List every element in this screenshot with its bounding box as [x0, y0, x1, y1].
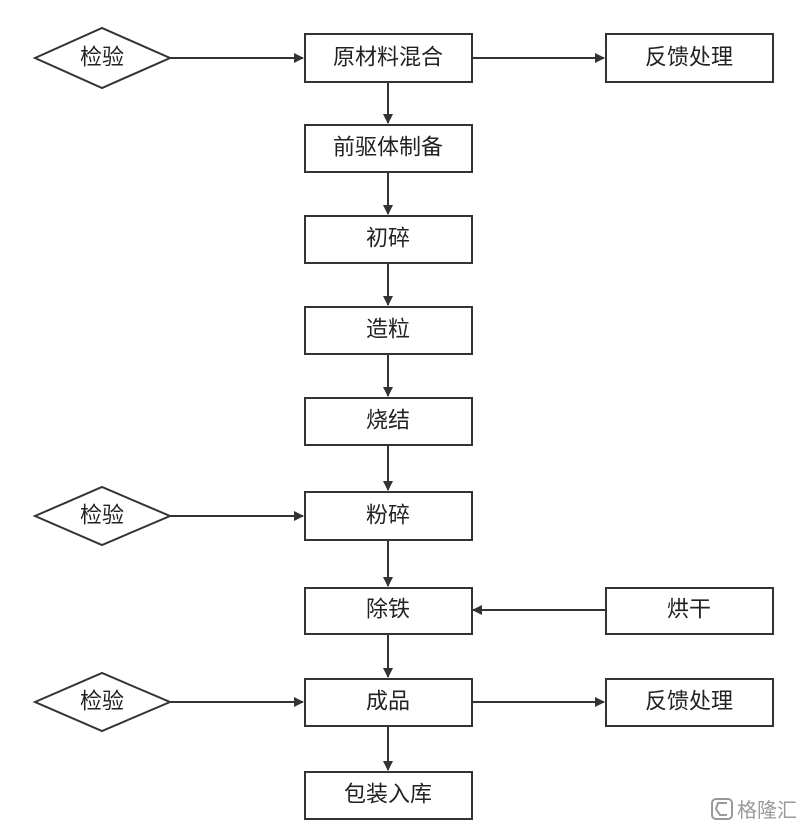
step-sinter-label: 烧结	[366, 409, 410, 434]
step-iron-removal-label: 除铁	[366, 598, 410, 623]
step-sinter-box	[304, 397, 473, 446]
step-sinter: 烧结	[304, 397, 473, 446]
step-pulverize: 粉碎	[304, 491, 473, 541]
edges	[170, 53, 606, 771]
inspection-diamond-1	[32, 26, 173, 90]
step-precursor-label: 前驱体制备	[333, 136, 443, 161]
inspection-label-2: 检验	[80, 504, 124, 529]
step-iron-removal: 除铁	[304, 587, 473, 635]
step-mixing-box	[304, 33, 473, 83]
step-package-label: 包装入库	[344, 783, 432, 808]
step-drying: 烘干	[605, 587, 774, 635]
step-package: 包装入库	[304, 771, 473, 820]
step-precursor-box	[304, 124, 473, 173]
step-drying-label: 烘干	[667, 598, 711, 623]
inspection-node-1: 检验	[32, 26, 173, 90]
step-iron-removal-box	[304, 587, 473, 635]
step-crush-label: 初碎	[366, 227, 410, 252]
inspection-label-1: 检验	[80, 46, 124, 71]
inspection-node-3: 检验	[32, 671, 173, 733]
watermark-text: 格隆汇	[737, 798, 797, 822]
step-package-box	[304, 771, 473, 820]
step-granulate-label: 造粒	[366, 318, 410, 343]
step-feedback-1: 反馈处理	[605, 33, 774, 83]
step-feedback-2-label: 反馈处理	[645, 690, 733, 715]
step-product-label: 成品	[366, 690, 410, 715]
inspection-label-3: 检验	[80, 690, 124, 715]
inspection-node-2: 检验	[32, 485, 173, 547]
step-granulate: 造粒	[304, 306, 473, 355]
watermark: 格隆汇	[711, 798, 797, 822]
step-feedback-2-box	[605, 678, 774, 727]
step-mixing: 原材料混合	[304, 33, 473, 83]
step-mixing-label: 原材料混合	[333, 46, 443, 71]
step-feedback-1-label: 反馈处理	[645, 46, 733, 71]
gelonghui-logo-icon	[711, 798, 733, 820]
step-pulverize-label: 粉碎	[366, 504, 410, 529]
step-drying-box	[605, 587, 774, 635]
inspection-diamond-3	[32, 671, 173, 733]
step-feedback-1-box	[605, 33, 774, 83]
step-granulate-box	[304, 306, 473, 355]
step-crush: 初碎	[304, 215, 473, 264]
step-crush-box	[304, 215, 473, 264]
step-feedback-2: 反馈处理	[605, 678, 774, 727]
step-pulverize-box	[304, 491, 473, 541]
inspection-diamond-2	[32, 485, 173, 547]
step-precursor: 前驱体制备	[304, 124, 473, 173]
step-product-box	[304, 678, 473, 727]
step-product: 成品	[304, 678, 473, 727]
